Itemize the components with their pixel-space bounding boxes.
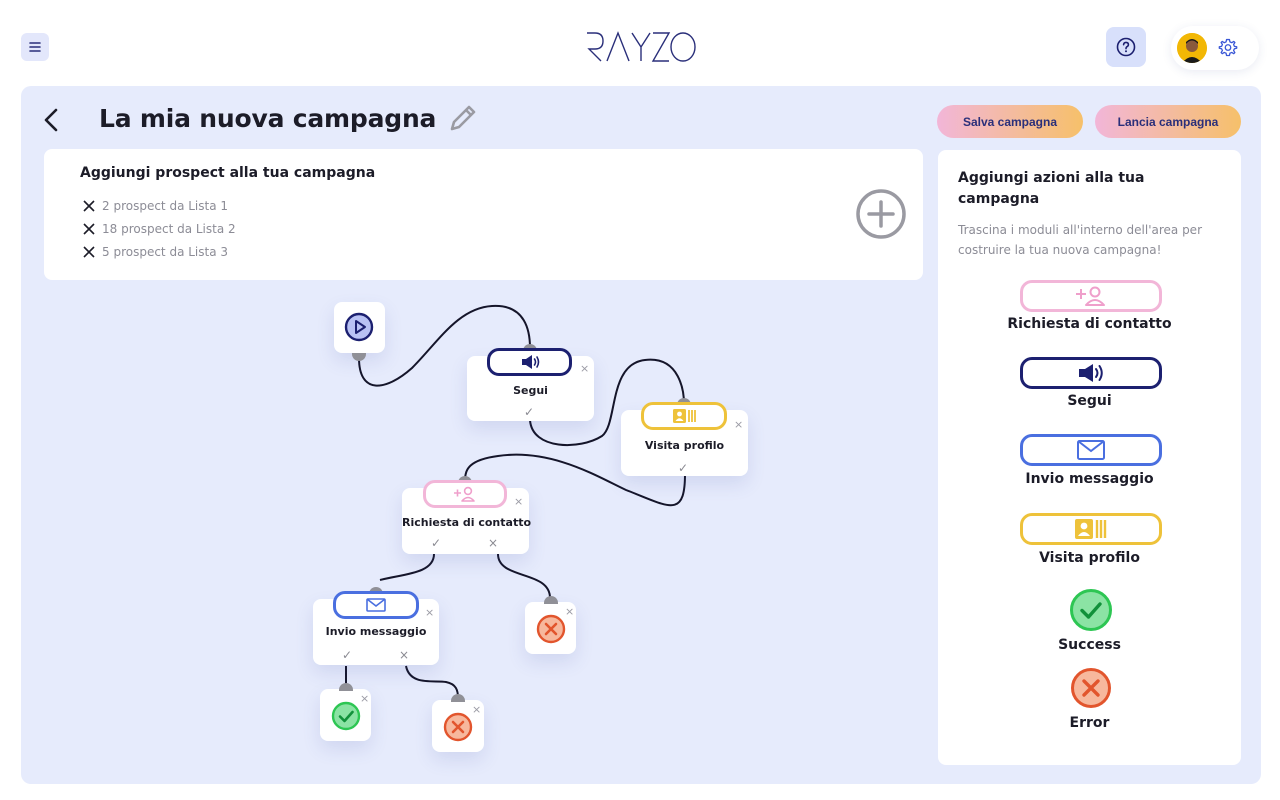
remove-icon[interactable] (82, 245, 96, 259)
error-icon (443, 712, 473, 742)
error-node[interactable]: × (525, 596, 576, 654)
prospect-list-item: 2 prospect da Lista 1 (82, 196, 228, 216)
module-label: Success (1058, 637, 1121, 653)
module-label: Error (1069, 715, 1110, 731)
module-pill (1020, 513, 1162, 545)
visita-profilo-node-label: Visita profilo (644, 439, 725, 452)
module-label: Visita profilo (1039, 550, 1140, 566)
checkmark-icon: ✓ (524, 405, 535, 419)
invio-messaggio-pill (333, 591, 419, 619)
avatar[interactable] (1177, 33, 1207, 63)
close-node-icon[interactable]: × (580, 362, 590, 375)
close-node-icon[interactable]: × (514, 495, 524, 508)
cross-icon: × (399, 648, 410, 662)
add-user-icon (1076, 286, 1105, 306)
module-error[interactable]: Error (938, 667, 1241, 733)
close-node-icon[interactable]: × (565, 605, 575, 618)
prospect-list-item: 18 prospect da Lista 2 (82, 219, 236, 239)
module-label: Segui (1067, 393, 1112, 409)
error-node[interactable]: × (432, 694, 484, 752)
flow-connectors (345, 304, 686, 699)
prospect-item-label: 2 prospect da Lista 1 (102, 199, 229, 213)
segui-pill (487, 348, 572, 376)
visita-profilo-pill (641, 402, 727, 430)
rayzo-logo (587, 31, 696, 62)
start-node[interactable] (334, 302, 385, 361)
input-port[interactable] (451, 694, 465, 702)
segui-node[interactable]: × Segui ✓ (467, 344, 594, 421)
input-port[interactable] (544, 596, 558, 604)
actions-description: Trascina i moduli all'interno dell'area … (958, 223, 1203, 257)
flow-canvas[interactable]: × Segui ✓ × Visita profilo ✓ × Richiesta… (40, 284, 932, 780)
visita-profilo-node[interactable]: × Visita profilo ✓ (621, 398, 748, 476)
prospect-list-item: 5 prospect da Lista 3 (82, 242, 228, 262)
checkmark-icon: ✓ (342, 648, 353, 662)
add-user-icon (454, 486, 475, 502)
user-menu (1171, 26, 1259, 70)
speaker-icon (1079, 364, 1103, 382)
page-title: La mia nuova campagna (99, 104, 437, 133)
prospect-item-label: 18 prospect da Lista 2 (102, 222, 236, 236)
input-port[interactable] (339, 683, 353, 691)
module-pill (1020, 280, 1162, 312)
close-node-icon[interactable]: × (360, 692, 370, 705)
close-node-icon[interactable]: × (734, 418, 744, 431)
module-success[interactable]: Success (938, 588, 1241, 654)
add-prospect-icon[interactable] (855, 188, 907, 240)
checkmark-icon: ✓ (678, 461, 689, 475)
envelope-icon (1077, 440, 1105, 460)
checkmark-icon: ✓ (431, 536, 442, 550)
remove-icon[interactable] (82, 199, 96, 213)
hamburger-icon (29, 42, 41, 52)
invio-messaggio-node-label: Invio messaggio (325, 625, 427, 638)
prospect-card-title: Aggiungi prospect alla tua campagna (80, 165, 376, 181)
gear-icon[interactable] (1217, 37, 1239, 59)
richiesta-contatto-node[interactable]: × Richiesta di contatto ✓ × (402, 476, 532, 554)
module-label: Invio messaggio (1025, 471, 1154, 487)
output-port[interactable] (352, 353, 366, 361)
module-pill (1020, 434, 1162, 466)
cross-icon: × (488, 536, 499, 550)
error-icon (536, 614, 566, 644)
top-bar (0, 0, 1280, 86)
invio-messaggio-node[interactable]: × Invio messaggio ✓ × (313, 587, 439, 665)
profile-card-icon (1075, 519, 1107, 539)
success-icon (331, 701, 361, 731)
actions-palette: Aggiungi azioni alla tua campagna Trasci… (938, 150, 1241, 765)
actions-title: Aggiungi azioni alla tua campagna (958, 170, 1145, 207)
module-richiesta-contatto[interactable]: Richiesta di contatto (938, 280, 1241, 334)
richiesta-contatto-node-label: Richiesta di contatto (402, 516, 532, 529)
close-node-icon[interactable]: × (472, 703, 482, 716)
error-icon (1071, 668, 1111, 708)
success-node[interactable]: × (320, 683, 371, 741)
segui-node-label: Segui (513, 384, 548, 397)
help-button[interactable] (1106, 27, 1146, 67)
module-label: Richiesta di contatto (1007, 316, 1172, 332)
pencil-icon[interactable] (446, 101, 480, 135)
success-icon (1070, 589, 1112, 631)
save-campaign-button[interactable]: Salva campagna (937, 105, 1083, 138)
remove-icon[interactable] (82, 222, 96, 236)
close-node-icon[interactable]: × (425, 606, 435, 619)
question-icon (1116, 37, 1136, 57)
module-visita-profilo[interactable]: Visita profilo (938, 513, 1241, 567)
module-pill (1020, 357, 1162, 389)
speaker-icon (521, 355, 539, 369)
profile-card-icon (673, 409, 696, 423)
module-segui[interactable]: Segui (938, 357, 1241, 411)
back-arrow-icon[interactable] (40, 106, 64, 134)
envelope-icon (366, 598, 386, 612)
prospect-card: Aggiungi prospect alla tua campagna 2 pr… (44, 149, 923, 280)
menu-button[interactable] (21, 33, 49, 61)
module-invio-messaggio[interactable]: Invio messaggio (938, 434, 1241, 488)
prospect-item-label: 5 prospect da Lista 3 (102, 245, 229, 259)
richiesta-contatto-pill (423, 480, 507, 508)
play-icon (344, 312, 374, 342)
launch-campaign-button[interactable]: Lancia campagna (1095, 105, 1241, 138)
